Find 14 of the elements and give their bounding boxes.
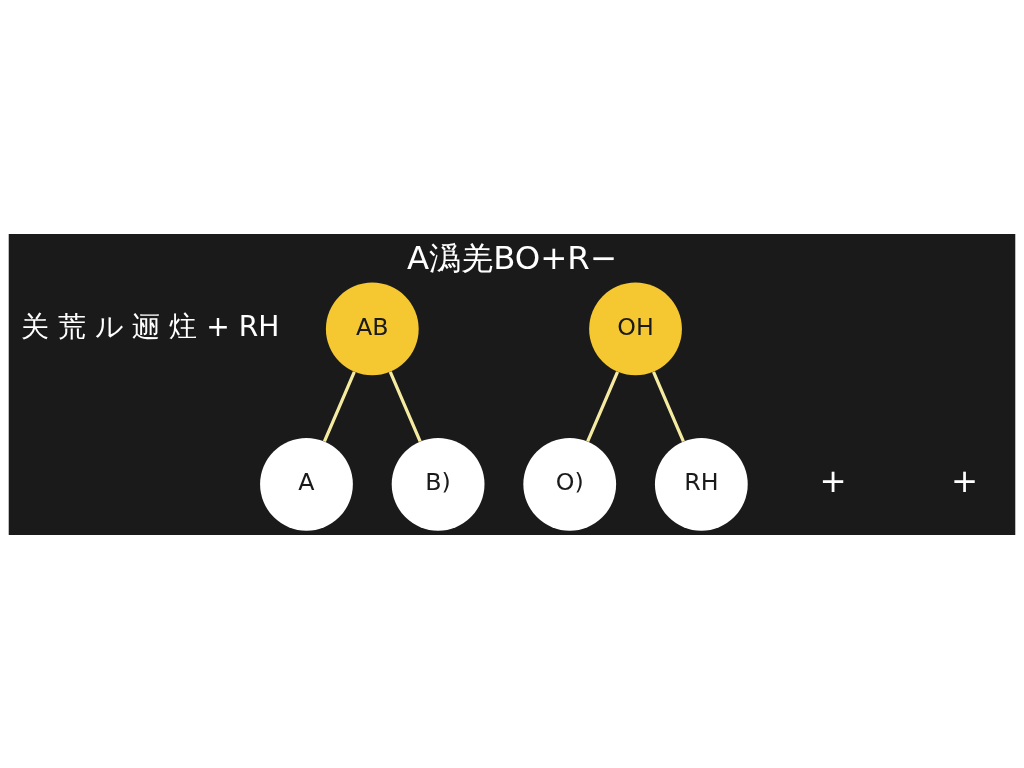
node-circle: AB (325, 282, 419, 375)
connector (388, 370, 422, 442)
connector (322, 370, 356, 442)
node-circle: B) (391, 437, 485, 531)
connector (586, 370, 620, 442)
node-circle: OH (589, 282, 682, 375)
label: + (819, 461, 847, 500)
node-circle: O) (523, 437, 617, 531)
label: + (951, 461, 979, 500)
connector (652, 370, 685, 442)
diagram-title: A潙羌BO+R− (407, 238, 617, 277)
node-circle: A (260, 437, 353, 531)
label: 关 荒 ル 逦 炷 + RH (20, 309, 280, 343)
node-circle: RH (654, 437, 748, 531)
